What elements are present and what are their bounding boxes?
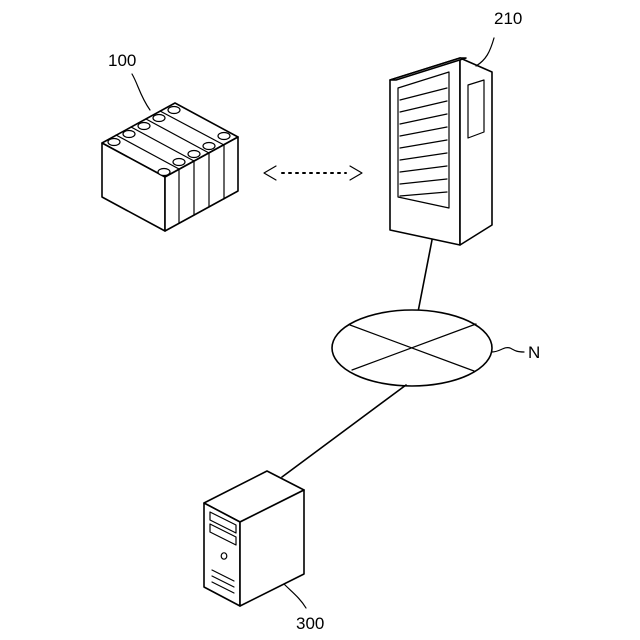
terminal-label: 300	[296, 614, 324, 633]
network-terminal-link	[282, 385, 406, 477]
network-ellipse-icon	[332, 310, 524, 386]
server-rack-icon	[390, 38, 494, 245]
network-label: N	[528, 343, 540, 362]
battery-module-icon	[102, 74, 238, 231]
rack-network-link	[418, 240, 432, 312]
server-rack-label: 210	[494, 9, 522, 28]
battery-label: 100	[108, 51, 136, 70]
communication-arrow	[264, 166, 362, 180]
tower-computer-icon	[204, 471, 306, 608]
